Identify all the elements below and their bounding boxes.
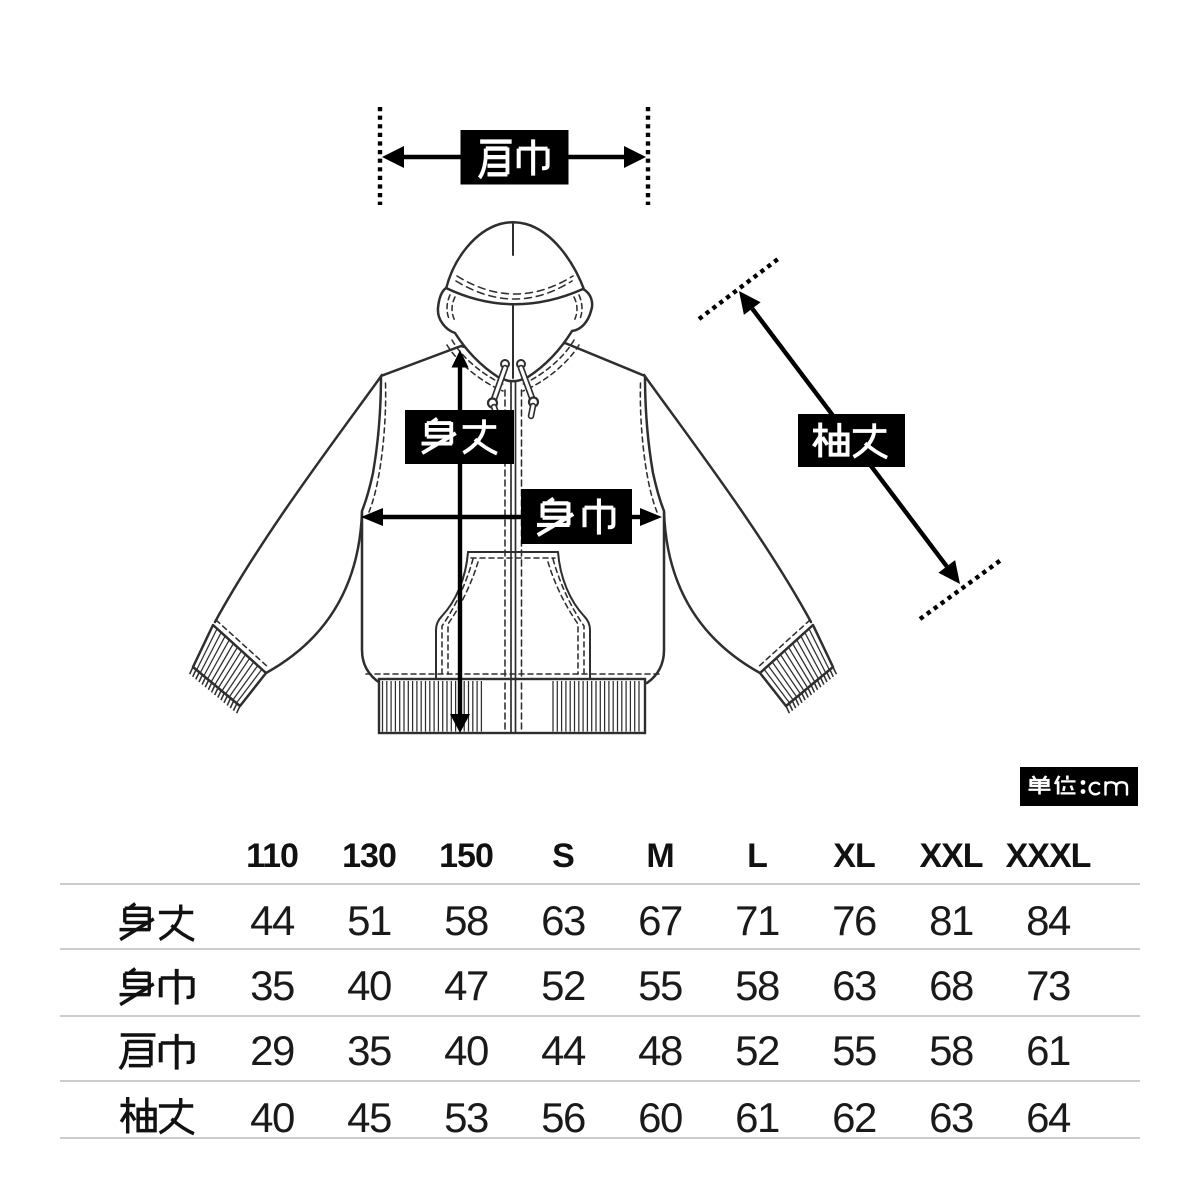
svg-text:58: 58 (735, 962, 779, 1009)
svg-text:63: 63 (929, 1094, 973, 1141)
svg-text:68: 68 (929, 962, 973, 1009)
svg-text:55: 55 (638, 962, 682, 1009)
svg-text:L: L (747, 837, 767, 875)
svg-text:35: 35 (347, 1027, 391, 1074)
svg-text:84: 84 (1026, 897, 1071, 944)
svg-text:67: 67 (638, 897, 682, 944)
svg-text:150: 150 (439, 837, 493, 875)
svg-text:M: M (646, 837, 673, 875)
svg-text:58: 58 (929, 1027, 973, 1074)
svg-text:XL: XL (833, 837, 875, 875)
svg-text:44: 44 (250, 897, 295, 944)
svg-text:35: 35 (250, 962, 294, 1009)
svg-text:62: 62 (832, 1094, 876, 1141)
svg-text:110: 110 (246, 837, 298, 875)
svg-text:71: 71 (735, 897, 779, 944)
svg-text:45: 45 (347, 1094, 391, 1141)
svg-text:61: 61 (1026, 1027, 1070, 1074)
svg-text:40: 40 (444, 1027, 488, 1074)
svg-text:64: 64 (1026, 1094, 1071, 1141)
svg-text:52: 52 (735, 1027, 779, 1074)
svg-text:76: 76 (832, 897, 876, 944)
svg-text:44: 44 (541, 1027, 586, 1074)
svg-text:51: 51 (347, 897, 391, 944)
svg-text:40: 40 (250, 1094, 294, 1141)
svg-text:48: 48 (638, 1027, 682, 1074)
svg-text:S: S (552, 837, 574, 875)
svg-text:40: 40 (347, 962, 391, 1009)
svg-text:61: 61 (735, 1094, 779, 1141)
svg-text:63: 63 (541, 897, 585, 944)
svg-text:60: 60 (638, 1094, 682, 1141)
svg-text:XXL: XXL (919, 837, 982, 875)
svg-text:XXXL: XXXL (1006, 837, 1091, 875)
svg-text:52: 52 (541, 962, 585, 1009)
svg-text:73: 73 (1026, 962, 1070, 1009)
svg-text:29: 29 (250, 1027, 294, 1074)
svg-text:55: 55 (832, 1027, 876, 1074)
svg-text:56: 56 (541, 1094, 585, 1141)
svg-text:47: 47 (444, 962, 488, 1009)
svg-text:81: 81 (929, 897, 973, 944)
svg-text:130: 130 (342, 837, 396, 875)
svg-text:58: 58 (444, 897, 488, 944)
svg-text:53: 53 (444, 1094, 488, 1141)
svg-text:63: 63 (832, 962, 876, 1009)
